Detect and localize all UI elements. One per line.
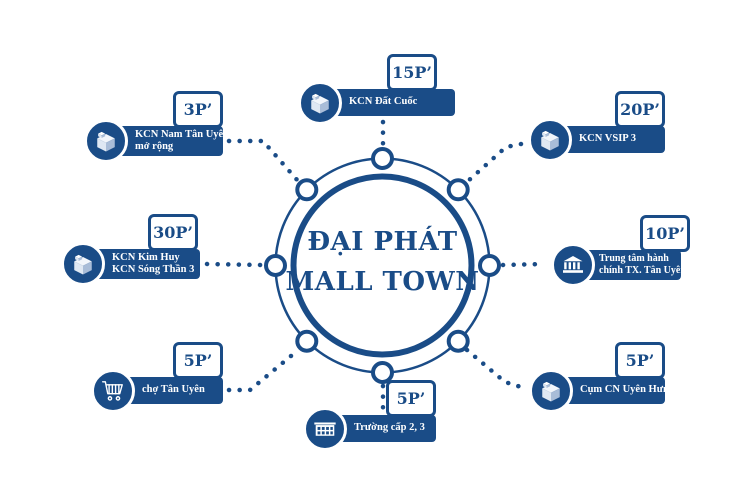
location-item-truong-cap: 5P’ Trường cấp 2, 3 (303, 380, 436, 451)
location-label-2: chính TX. Tân Uyên (599, 265, 686, 276)
ring-node-bottom (371, 361, 394, 384)
ring-node-top-left (295, 178, 319, 202)
location-item-vsip-3: 20P’ KCN VSIP 3 (528, 91, 665, 162)
location-bar: Trung tâm hành chính TX. Tân Uyên (585, 250, 686, 280)
center-title-line2: MALL TOWN (285, 267, 480, 297)
inner-ring (290, 173, 475, 358)
location-bar: KCN Nam Tân Uyên mở rộng (118, 126, 230, 156)
travel-time-badge: 5P’ (615, 342, 665, 379)
location-bar: KCN Kim Huy KCN Sóng Thần 3 (95, 249, 200, 279)
factory-icon (529, 368, 573, 413)
location-label: chợ Tân Uyên (142, 384, 205, 396)
travel-time: 5P’ (625, 351, 655, 370)
location-label: KCN Kim Huy (112, 251, 180, 263)
travel-time: 10P’ (645, 224, 685, 243)
ring-node-left (264, 254, 287, 277)
location-label: KCN VSIP 3 (579, 133, 636, 145)
location-item-uyen-hung: 5P’ Cụm CN Uyên Hưng (529, 342, 675, 413)
location-label: KCN Nam Tân Uyên (135, 128, 230, 140)
ring-node-bottom-left (295, 329, 319, 353)
center-title: ĐẠI PHÁT MALL TOWN (262, 222, 503, 302)
government-building-icon (551, 243, 595, 287)
factory-icon (298, 80, 342, 125)
travel-time: 5P’ (183, 351, 213, 370)
school-icon (303, 406, 347, 451)
factory-icon (61, 242, 105, 286)
location-label: Cụm CN Uyên Hưng (580, 384, 675, 396)
location-label-2: mở rộng (135, 141, 174, 152)
connector-kim-huy (204, 261, 265, 268)
location-bar: chợ Tân Uyên (125, 377, 223, 404)
location-bar: KCN Đất Cuốc (332, 89, 455, 116)
location-item-kim-huy: 30P’ KCN Kim Huy KCN Sóng Thần 3 (61, 214, 200, 286)
location-item-nam-tan-uyen: 3P’ KCN Nam Tân Uyên mở rộng (84, 91, 230, 163)
travel-time: 3P’ (183, 100, 213, 119)
location-item-cho-tan-uyen: 5P’ chợ Tân Uyên (91, 342, 223, 413)
location-label: Trung tâm hành (599, 252, 669, 264)
travel-time: 30P’ (153, 223, 193, 242)
connector-cho-tan-uyen (226, 348, 300, 393)
connector-vsip-3 (465, 141, 524, 184)
connector-uyen-hung (464, 347, 524, 390)
travel-time-badge: 3P’ (173, 91, 223, 128)
travel-time-badge: 20P’ (615, 91, 665, 128)
location-bar: Trường cấp 2, 3 (337, 415, 436, 442)
location-label: Trường cấp 2, 3 (354, 422, 425, 434)
ring-node-right (478, 254, 501, 277)
location-item-hanh-chinh: 10P’ Trung tâm hành chính TX. Tân Uyên (551, 215, 690, 287)
location-label-2: KCN Sóng Thần 3 (112, 264, 195, 275)
location-item-dat-cuoc: 15P’ KCN Đất Cuốc (298, 54, 455, 125)
travel-time-badge: 5P’ (386, 380, 436, 417)
ring-node-top (371, 147, 394, 170)
center-title-line1: ĐẠI PHÁT (307, 227, 458, 257)
location-bar: Cụm CN Uyên Hưng (563, 377, 675, 404)
factory-icon (528, 117, 572, 162)
travel-time: 20P’ (620, 100, 660, 119)
travel-time-badge: 15P’ (387, 54, 437, 91)
location-label: KCN Đất Cuốc (349, 96, 418, 108)
factory-icon (84, 119, 128, 163)
shopping-cart-icon (91, 368, 135, 413)
travel-time-badge: 10P’ (640, 215, 690, 252)
ring-node-bottom-right (446, 329, 470, 353)
connector-nam-tan-uyen (226, 138, 301, 184)
connector-hanh-chinh (500, 261, 547, 268)
travel-time-badge: 30P’ (148, 214, 198, 251)
location-bar: KCN VSIP 3 (562, 126, 665, 153)
travel-time-badge: 5P’ (173, 342, 223, 379)
travel-time: 15P’ (392, 63, 432, 82)
travel-time: 5P’ (396, 389, 426, 408)
ring-node-top-right (446, 178, 470, 202)
